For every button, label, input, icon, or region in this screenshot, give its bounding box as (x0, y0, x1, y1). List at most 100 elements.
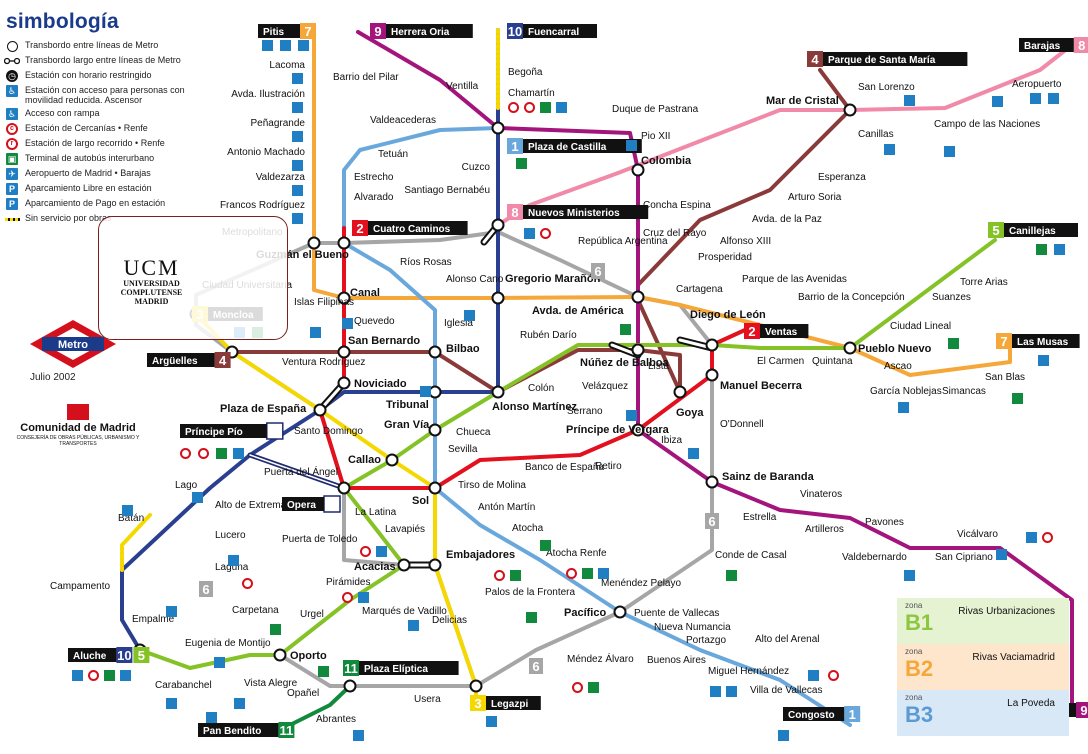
station-label-alvarado[interactable]: Alvarado (354, 192, 394, 203)
station-label-aextremadura[interactable]: Alto de Extremadura (215, 500, 307, 511)
station-label-emontijo[interactable]: Eugenia de Montijo (185, 638, 271, 649)
station-label-sbernabeu[interactable]: Santiago Bernabéu (404, 185, 490, 196)
station-label-frodriguez[interactable]: Francos Rodríguez (220, 200, 305, 211)
station-label-pavones[interactable]: Pavones (865, 517, 904, 528)
station-label-mvadillo[interactable]: Marqués de Vadillo (362, 606, 447, 617)
station-label-gmaranon[interactable]: Gregorio Marañón (505, 273, 601, 285)
station-label-tribunal[interactable]: Tribunal (386, 399, 429, 411)
station-label-aarenal[interactable]: Alto del Arenal (755, 634, 820, 645)
station-label-abrantes[interactable]: Abrantes (316, 714, 356, 725)
station-label-goya[interactable]: Goya (676, 407, 704, 419)
station-label-vinateros[interactable]: Vinateros (800, 489, 842, 500)
station-label-bespana[interactable]: Banco de España (525, 462, 604, 473)
station-label-barriopilar[interactable]: Barrio del Pilar (333, 72, 399, 83)
station-label-sbaranda[interactable]: Sainz de Baranda (722, 471, 815, 483)
station-label-pnuevo[interactable]: Pueblo Nuevo (858, 343, 932, 355)
station-label-quintana[interactable]: Quintana (812, 356, 853, 367)
station-label-retiro[interactable]: Retiro (595, 461, 622, 472)
station-label-rdario[interactable]: Rubén Darío (520, 330, 577, 341)
station-label-serrano[interactable]: Serrano (567, 406, 603, 417)
station-label-batan[interactable]: Batán (118, 513, 144, 524)
station-label-esperanza[interactable]: Esperanza (818, 172, 866, 183)
station-label-velazquez[interactable]: Velázquez (582, 381, 628, 392)
station-label-rrosas[interactable]: Ríos Rosas (400, 257, 452, 268)
station-label-tarias[interactable]: Torre Arias (960, 277, 1008, 288)
station-label-campamento[interactable]: Campamento (50, 581, 110, 592)
station-label-pavenidas[interactable]: Parque de las Avenidas (742, 274, 847, 285)
station-label-cuzco[interactable]: Cuzco (462, 162, 491, 173)
station-label-lista[interactable]: Lista (648, 361, 670, 372)
station-label-usera[interactable]: Usera (414, 694, 441, 705)
station-label-carpetana[interactable]: Carpetana (232, 605, 279, 616)
station-label-lucero[interactable]: Lucero (215, 530, 246, 541)
station-label-colombia[interactable]: Colombia (641, 155, 692, 167)
station-label-mpelayo[interactable]: Menéndez Pelayo (601, 578, 681, 589)
zone-station-label[interactable]: Rivas Vaciamadrid (972, 652, 1055, 663)
station-label-quevedo[interactable]: Quevedo (354, 316, 395, 327)
station-label-lacoma[interactable]: Lacoma (269, 60, 305, 71)
station-label-pespana[interactable]: Plaza de España (220, 403, 307, 415)
station-label-ptoledo[interactable]: Puerta de Toledo (282, 534, 358, 545)
station-label-valdeacederas[interactable]: Valdeacederas (370, 115, 436, 126)
station-label-pioxii[interactable]: Pio XII (641, 131, 670, 142)
station-label-amartin[interactable]: Antón Martín (478, 502, 535, 513)
station-label-lago[interactable]: Lago (175, 480, 198, 491)
station-label-sol[interactable]: Sol (412, 495, 429, 507)
station-label-cnaciones[interactable]: Campo de las Naciones (934, 119, 1040, 130)
station-label-islasf[interactable]: Islas Filipinas (294, 297, 354, 308)
station-label-laguna[interactable]: Laguna (215, 562, 249, 573)
station-label-empalme[interactable]: Empalme (132, 614, 175, 625)
station-label-pfrontera[interactable]: Palos de la Frontera (485, 587, 575, 598)
station-label-ibiza[interactable]: Ibiza (661, 435, 683, 446)
station-label-piramides[interactable]: Pirámides (326, 577, 370, 588)
station-label-chamartin[interactable]: Chamartín (508, 88, 555, 99)
station-label-chueca[interactable]: Chueca (456, 427, 491, 438)
station-label-mhernandez[interactable]: Miguel Hernández (708, 666, 789, 677)
station-label-urgel[interactable]: Urgel (300, 609, 324, 620)
station-label-amachado[interactable]: Antonio Machado (227, 147, 305, 158)
station-label-sevilla[interactable]: Sevilla (448, 444, 478, 455)
station-label-baires[interactable]: Buenos Aires (647, 655, 706, 666)
station-label-sbernardo[interactable]: San Bernardo (348, 335, 420, 347)
zone-station-label[interactable]: La Poveda (1007, 698, 1055, 709)
station-label-oporto[interactable]: Oporto (290, 650, 327, 662)
station-label-amartinez[interactable]: Alonso Martínez (492, 401, 577, 413)
station-label-lavapies[interactable]: Lavapiés (385, 524, 425, 535)
station-label-iglesia[interactable]: Iglesia (444, 318, 473, 329)
station-label-atochar[interactable]: Atocha Renfe (546, 548, 607, 559)
station-label-latina[interactable]: La Latina (355, 507, 397, 518)
station-label-tmolina[interactable]: Tirso de Molina (458, 480, 526, 491)
station-label-acacias[interactable]: Acacias (354, 561, 396, 573)
station-label-ilustracion[interactable]: Avda. Ilustración (231, 89, 305, 100)
station-label-vrodriguez[interactable]: Ventura Rodríguez (282, 357, 365, 368)
station-label-nnumancia[interactable]: Nueva Numancia (654, 622, 731, 633)
station-label-malvaro[interactable]: Méndez Álvaro (567, 652, 634, 665)
station-label-carabanchel[interactable]: Carabanchel (155, 680, 212, 691)
station-label-ccasal[interactable]: Conde de Casal (715, 550, 787, 561)
station-label-canal[interactable]: Canal (350, 287, 380, 299)
station-label-cespina[interactable]: Concha Espina (643, 200, 711, 211)
station-label-suanzes[interactable]: Suanzes (932, 292, 971, 303)
station-label-vvallecas[interactable]: Villa de Vallecas (750, 685, 822, 696)
station-label-valegre[interactable]: Vista Alegre (244, 678, 298, 689)
station-label-cartagena[interactable]: Cartagena (676, 284, 723, 295)
station-label-dpastrana[interactable]: Duque de Pastrana (612, 104, 699, 115)
station-label-pvallecas[interactable]: Puente de Vallecas (634, 608, 719, 619)
zone-station-label[interactable]: Rivas Urbanizaciones (958, 606, 1055, 617)
station-label-estrella[interactable]: Estrella (743, 512, 777, 523)
station-label-tetuan[interactable]: Tetuán (378, 149, 408, 160)
station-label-acano[interactable]: Alonso Cano (446, 274, 504, 285)
station-label-odonnell[interactable]: O'Donnell (720, 419, 764, 430)
station-label-gnoblejas[interactable]: García Noblejas (870, 386, 942, 397)
